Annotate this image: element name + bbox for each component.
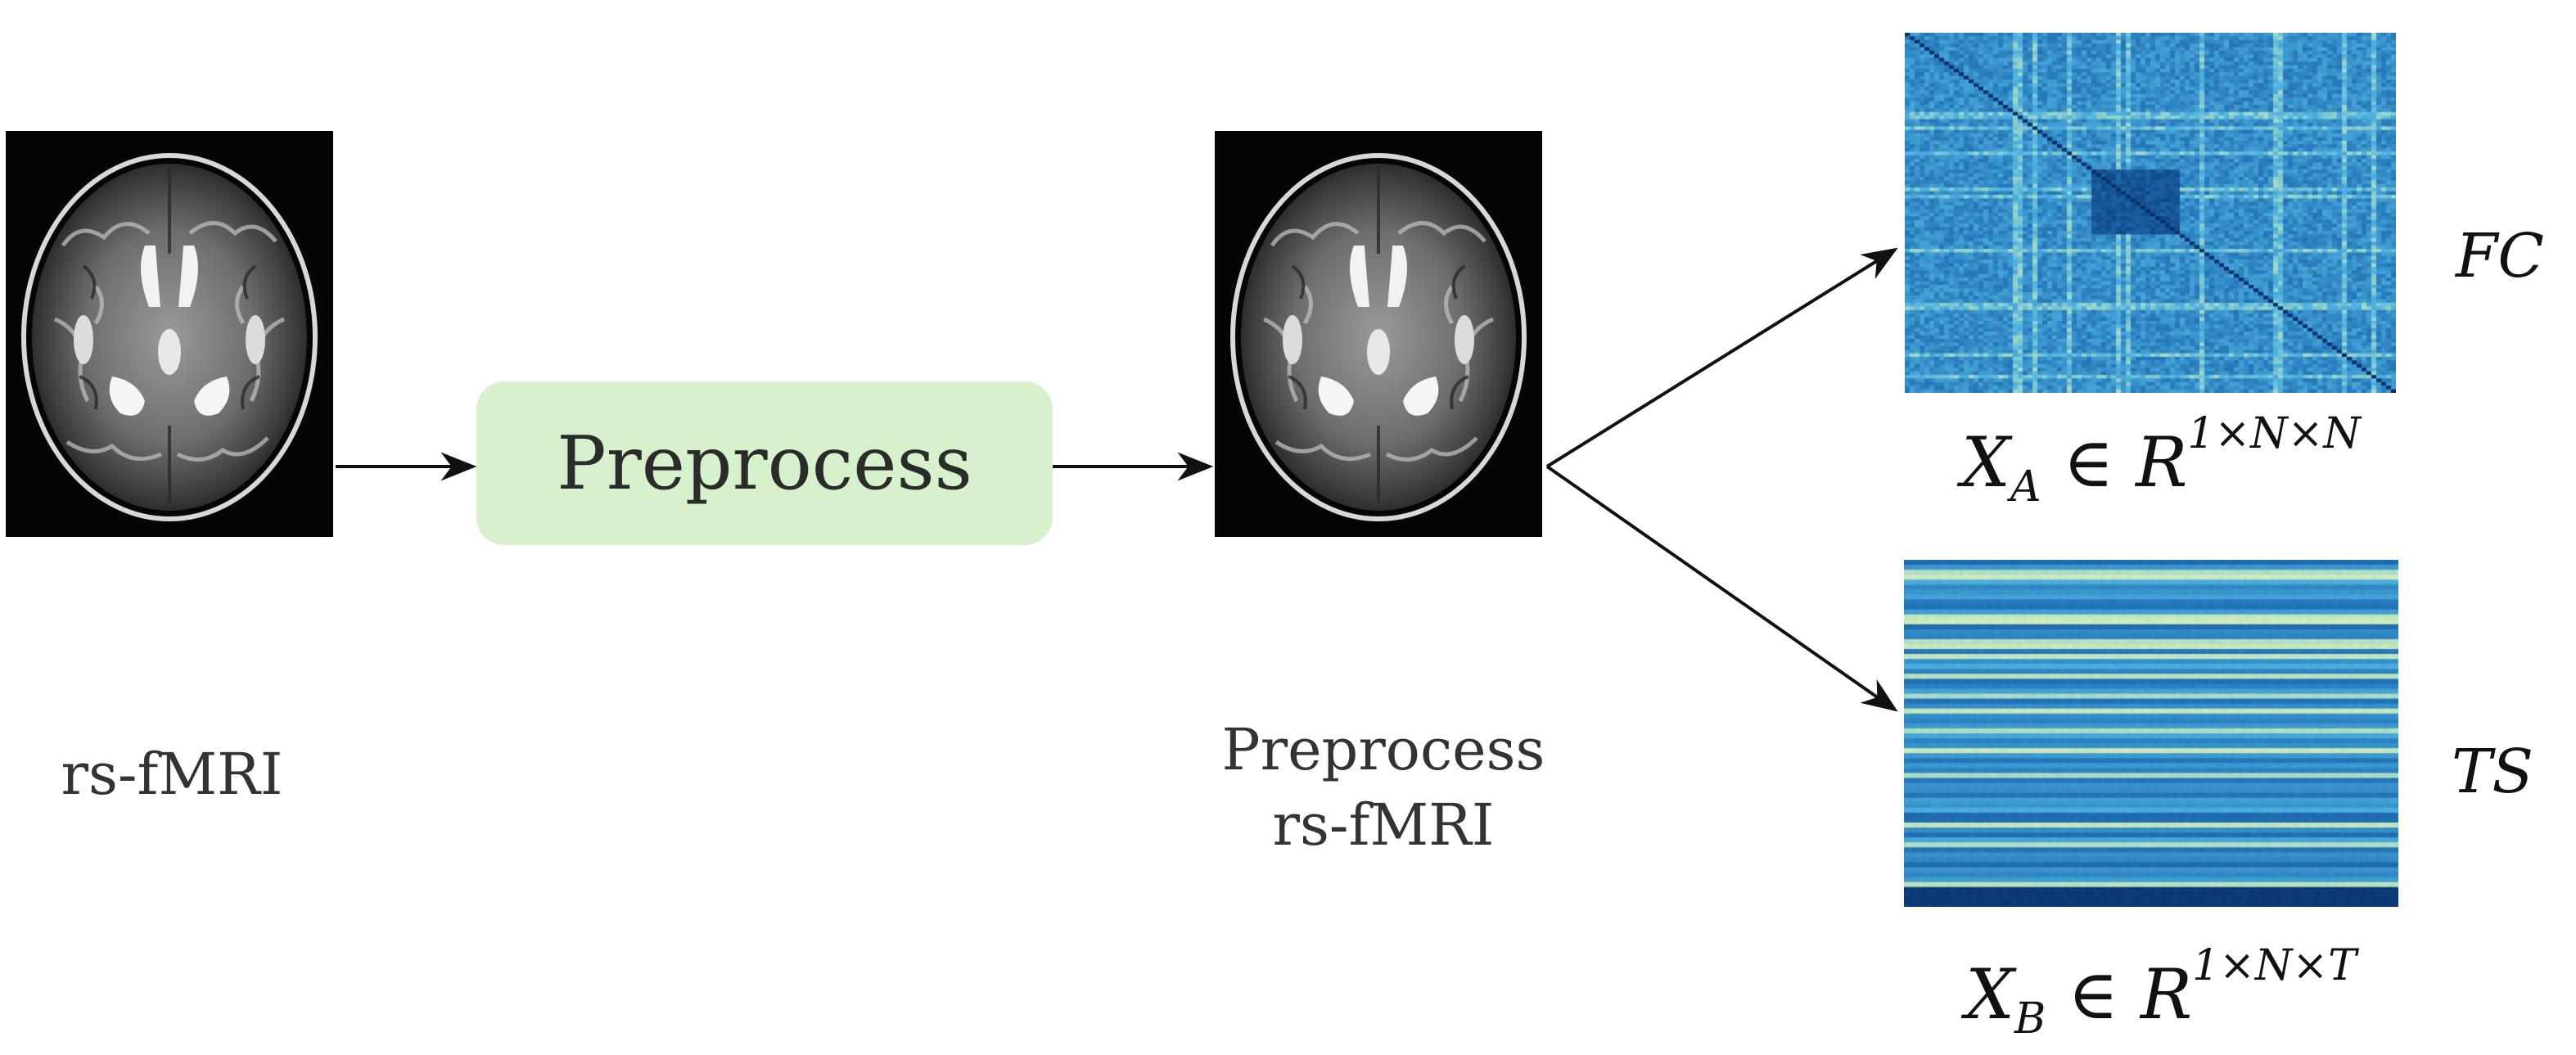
output-caption: Preprocess rs-fMRI (1171, 712, 1596, 863)
ts-label: TS (2452, 737, 2533, 807)
output-caption-line1: Preprocess (1221, 716, 1545, 783)
ts-formula-set: R (2140, 954, 2193, 1035)
input-caption: rs-fMRI (0, 737, 344, 812)
fc-label: FC (2456, 221, 2544, 291)
fc-formula-sup: 1×N×N (2187, 409, 2361, 458)
preprocess-box: Preprocess (476, 381, 1053, 545)
ts-formula-sup: 1×N×T (2192, 941, 2357, 990)
fc-formula-rel: ∈ (2063, 422, 2114, 503)
arrow-to-ts (1545, 465, 1898, 712)
ts-formula-var: X (1965, 954, 2014, 1035)
arrow-to-fc (1545, 247, 1898, 468)
ts-formula-rel: ∈ (2067, 954, 2119, 1035)
ts-formula: XB ∈ R1×N×T (1883, 941, 2439, 1044)
output-caption-line2: rs-fMRI (1272, 791, 1495, 859)
fc-connectivity-matrix (1905, 33, 2396, 393)
fc-formula-var: X (1961, 422, 2010, 503)
fc-formula-sub: A (2010, 462, 2041, 512)
fc-label-text: FC (2456, 221, 2544, 291)
ts-formula-sub: B (2014, 994, 2046, 1044)
preprocess-box-label: Preprocess (557, 420, 972, 507)
fc-formula-set: R (2136, 422, 2188, 503)
input-caption-text: rs-fMRI (61, 741, 283, 808)
fc-formula: XA ∈ R1×N×N (1883, 409, 2439, 512)
ts-time-series-matrix (1904, 560, 2398, 907)
ts-label-text: TS (2452, 737, 2534, 807)
